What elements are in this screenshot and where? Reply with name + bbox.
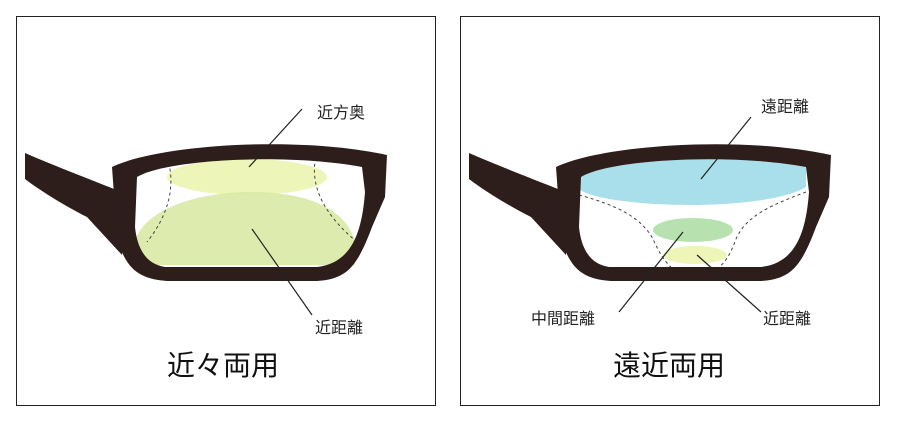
- zone-boundary-left: [146, 156, 172, 243]
- panel-progressive: 遠距離 中間距離 近距離 遠近両用: [460, 16, 880, 406]
- label-near: 近距離: [315, 318, 364, 337]
- panel-title: 遠近両用: [613, 349, 726, 382]
- label-near: 近距離: [763, 309, 812, 328]
- frame-rim: [112, 144, 387, 281]
- zone-middle: [653, 218, 733, 242]
- label-near-far: 近方奥: [317, 103, 366, 122]
- zone-near: [135, 192, 355, 265]
- callout-line-bottom: [251, 228, 313, 316]
- panel-near-near: 近方奥 近距離 近々両用: [16, 16, 436, 406]
- zone-near: [663, 246, 727, 264]
- frame-temple: [469, 153, 573, 255]
- label-middle: 中間距離: [531, 309, 596, 328]
- zone-boundary-right: [313, 151, 358, 243]
- callout-line-middle: [618, 231, 684, 313]
- callout-line-top: [248, 108, 303, 168]
- zone-far: [579, 159, 806, 205]
- glasses-diagram-near-near: [25, 108, 387, 316]
- frame-temple: [25, 153, 129, 255]
- zone-near-far: [167, 159, 327, 195]
- callout-line-far: [700, 116, 752, 180]
- zone-boundary-right: [718, 191, 807, 268]
- label-far: 遠距離: [761, 97, 810, 116]
- panel-title: 近々両用: [167, 349, 280, 382]
- frame-rim: [556, 144, 831, 281]
- glasses-diagram-progressive: [469, 116, 831, 313]
- callout-line-near: [696, 254, 762, 313]
